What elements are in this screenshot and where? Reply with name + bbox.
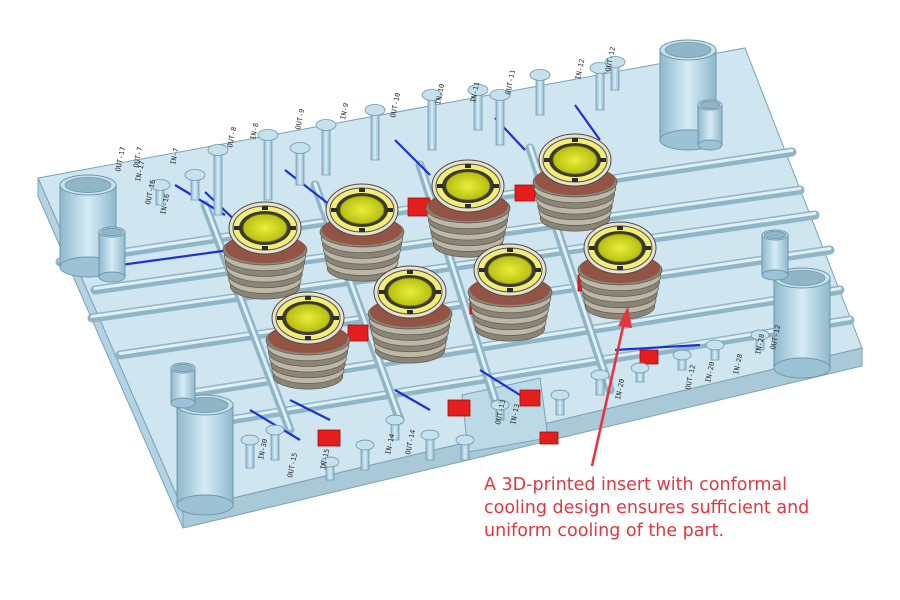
insert-2 [425,159,511,258]
annotation-line-3: uniform cooling of the part. [484,521,725,541]
port-label-top-3: IN-8 [249,122,260,140]
port-stem-2 [289,142,311,186]
mold-plate [37,47,863,529]
port-label-top-4: OUT-9 [294,108,306,130]
corner-cylinders [59,39,831,516]
port-stem-1 [257,129,279,201]
channel-4 [394,139,431,176]
pipe-highlight-6 [203,202,292,430]
connector-8 [639,349,659,365]
cylinder-small-bottom [170,362,196,409]
port-stem-b10 [750,329,770,351]
port-stem-7 [489,89,511,146]
port-stem-b11 [240,434,260,469]
port-stem-12 [149,179,171,206]
annotation-arrow [590,306,632,467]
port-stem-0 [207,144,229,216]
port-stem-4 [364,104,386,161]
port-stem-b6 [590,369,610,396]
printed-inserts [222,133,663,390]
insert-6 [367,265,453,364]
port-stem-b0 [265,424,285,461]
cylinder-small-right [761,229,789,281]
connector-9 [539,431,559,445]
cylinder-small-left [98,226,126,283]
channel-10 [614,343,701,352]
channel-8 [394,389,431,411]
channel-7 [289,399,331,421]
channel-9 [479,369,521,396]
port-stem-6 [467,84,489,131]
pipe-highlight-5 [228,317,852,420]
insert-7 [265,291,351,390]
port-stem-b5 [550,389,570,416]
channel-6 [574,104,601,141]
port-stem-b4 [490,399,510,421]
cylinder-bottom-right [773,267,831,379]
port-stem-10 [604,56,626,91]
annotation-text: A 3D-printed insert with conformal cooli… [484,474,884,543]
port-stem-11 [184,169,206,201]
port-stems [149,56,770,481]
connector-7 [519,389,541,407]
insert-3 [532,133,618,232]
annotation-line-1: A 3D-printed insert with conformal [484,475,787,495]
insert-0 [222,201,308,300]
port-label-top-5: IN-9 [339,102,350,120]
insert-4 [577,221,663,320]
connector-6 [447,399,471,417]
port-stem-8 [529,69,551,116]
port-stem-b3 [420,429,440,461]
insert-5 [467,243,553,342]
port-stem-b9 [705,339,725,361]
port-stem-b8 [672,349,692,371]
cylinder-small-top [697,99,723,151]
cylinder-bottom-left [176,394,234,516]
port-stem-9 [589,62,611,111]
connector-1 [514,184,536,202]
connector-2 [347,324,369,342]
channel-3 [284,169,331,206]
port-stem-5 [421,89,443,151]
port-stem-3 [315,119,337,176]
connector-5 [317,429,341,447]
port-stem-b13 [455,434,475,461]
port-stem-b7 [630,362,650,383]
port-stem-b12 [355,439,375,471]
port-label-top-7: IN-10 [434,83,446,105]
port-stem-b2 [385,414,405,441]
port-stem-b1 [320,456,340,481]
port-label-top-1: IN-7 [169,147,180,165]
annotation-line-2: cooling design ensures sufficient and [484,498,810,518]
insert-1 [319,183,405,282]
